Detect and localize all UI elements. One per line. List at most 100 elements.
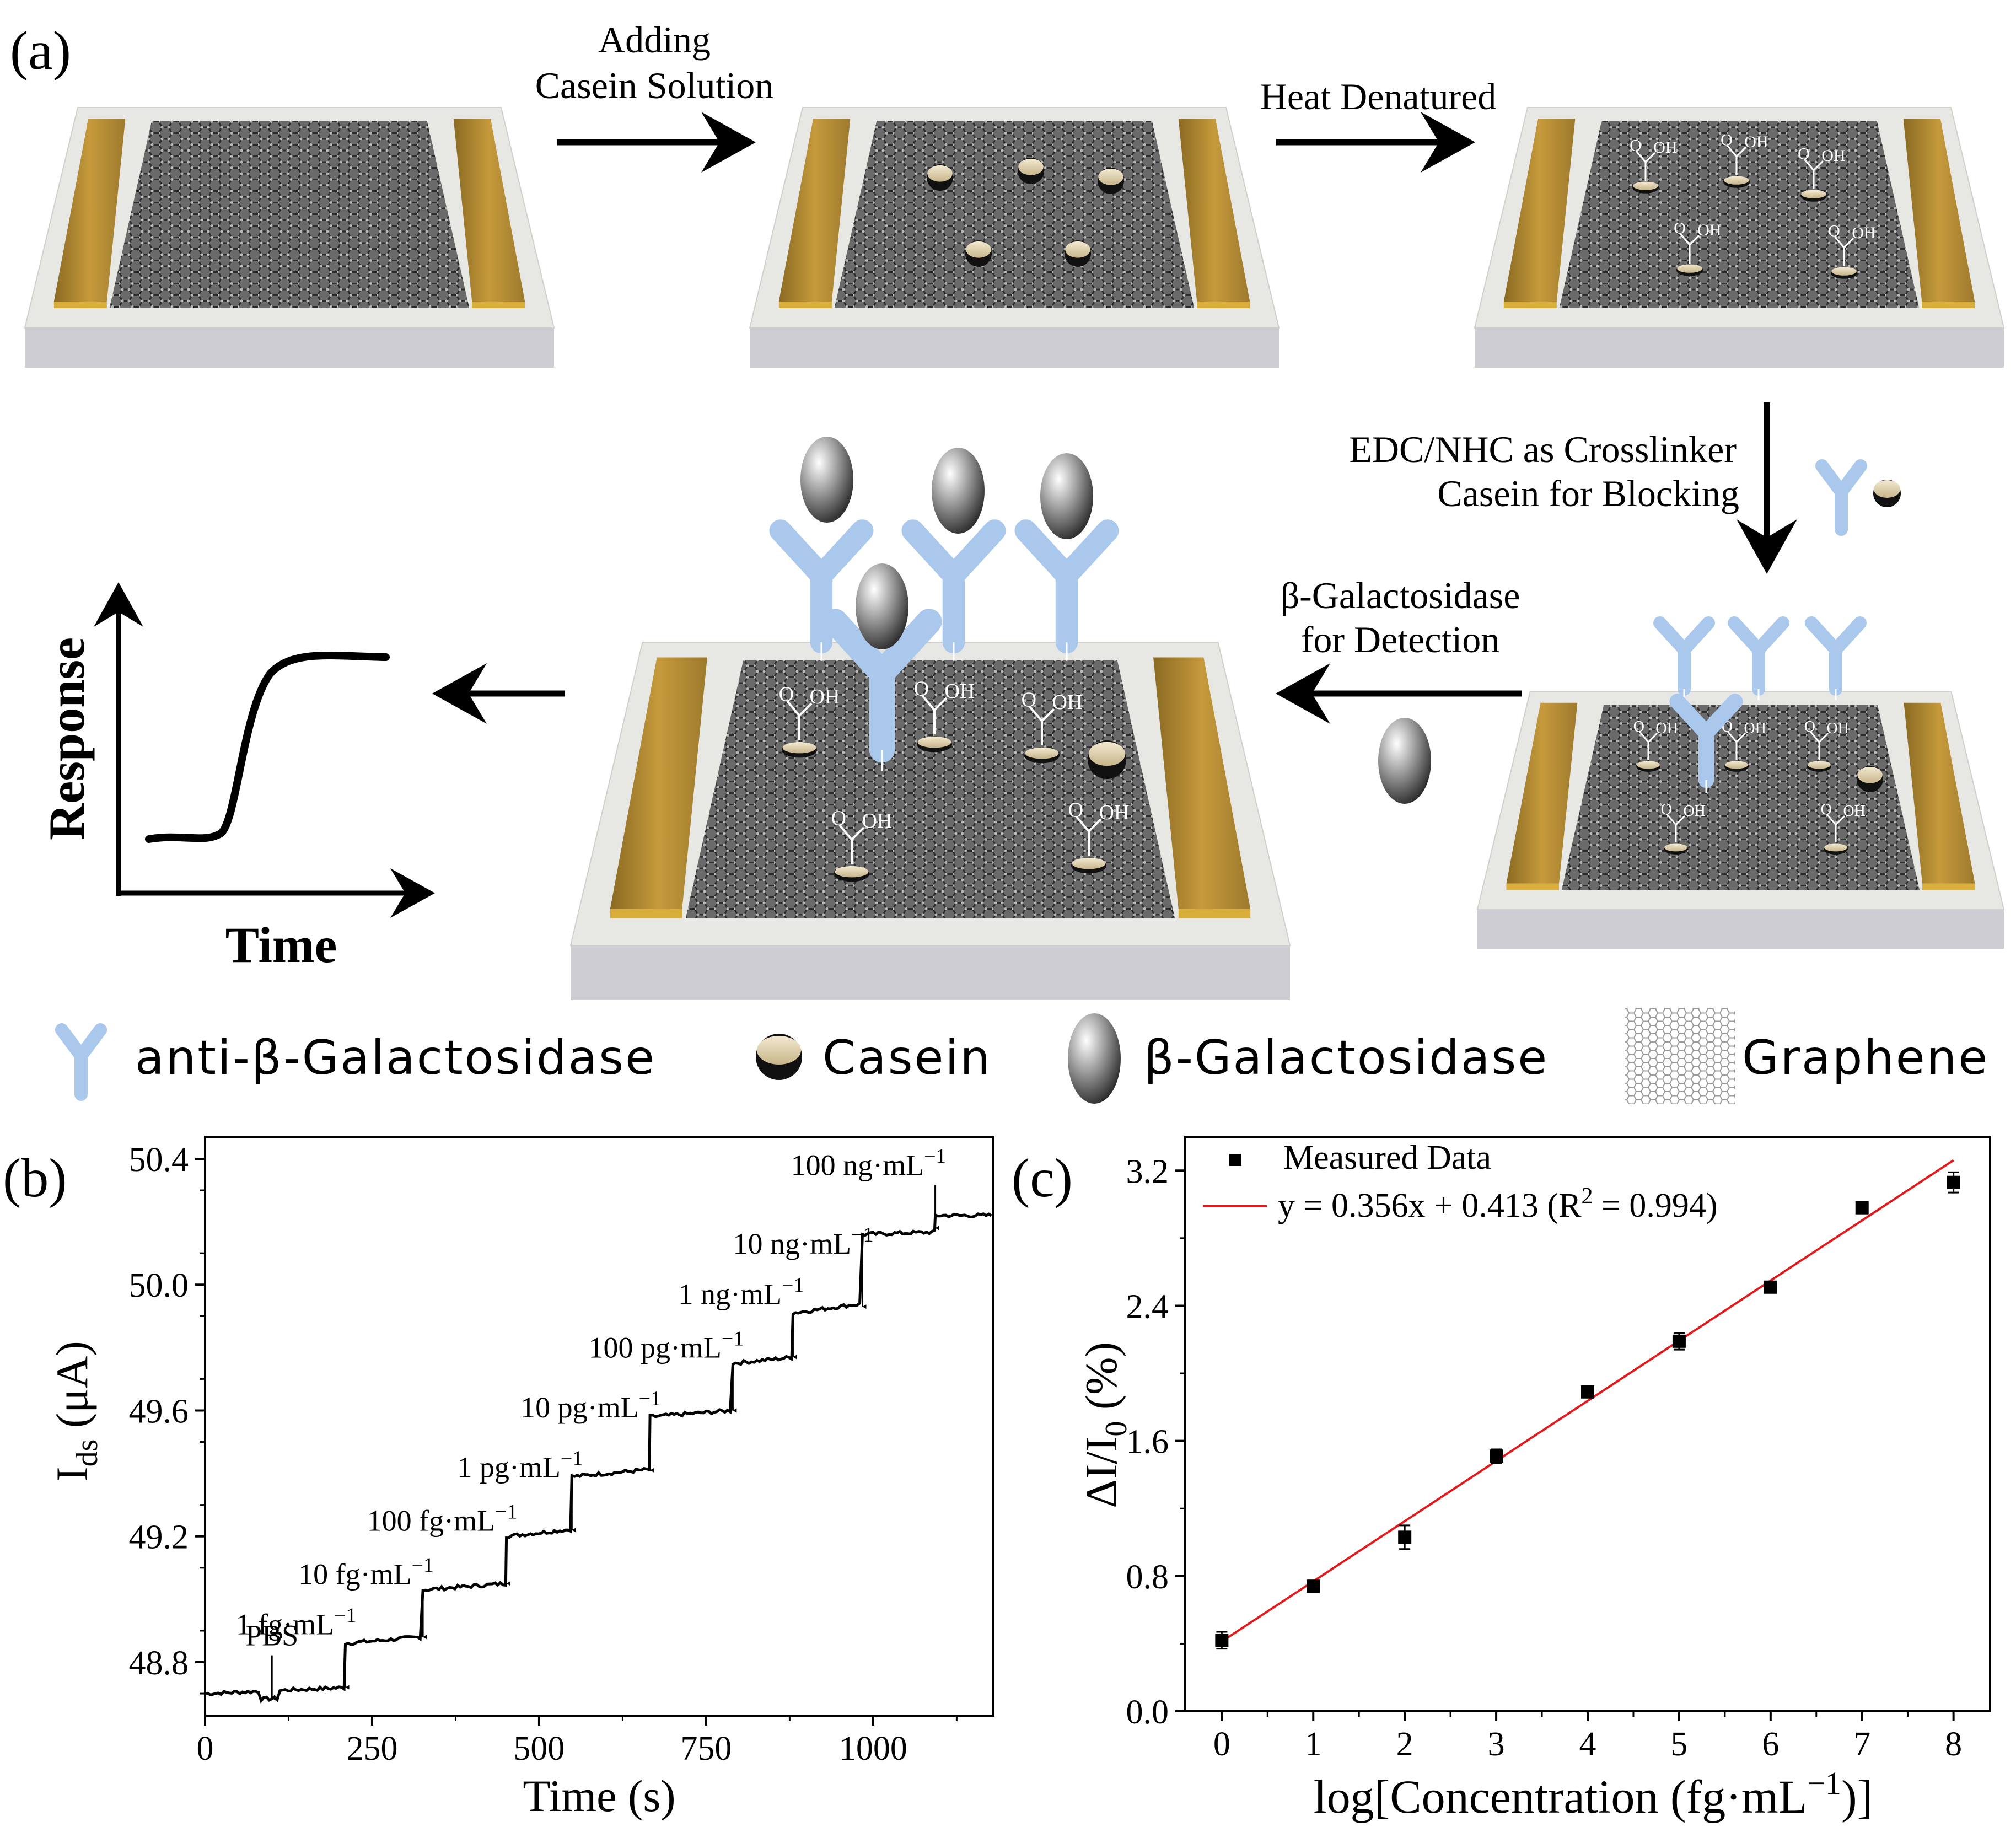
step2-label: Heat Denatured (1260, 76, 1497, 117)
b-y-axis-label: Ids (μA) (47, 1341, 104, 1481)
denatured-casein (1824, 843, 1848, 855)
casein-particle (1088, 740, 1126, 779)
b-annotation-label: 1 fg·mL−1 (236, 1604, 357, 1641)
current-trace (205, 1212, 992, 1704)
c-data-point (1947, 1175, 1960, 1189)
svg-text:O: O (1633, 718, 1644, 735)
b-y-tick-label: 48.8 (129, 1645, 189, 1682)
c-data-point (1490, 1449, 1503, 1463)
antibody (1728, 616, 1789, 700)
c-x-tick-label: 8 (1945, 1726, 1962, 1763)
carboxyl-group: O OH (779, 683, 840, 740)
response-time-sketch: Response Time (39, 582, 435, 973)
c-x-tick-label: 4 (1579, 1726, 1596, 1763)
step3-label-line2: Casein for Blocking (1437, 472, 1739, 514)
denatured-casein (1831, 267, 1857, 279)
b-x-tick-label: 1000 (839, 1730, 907, 1767)
denatured-casein (1632, 181, 1659, 194)
svg-text:OH: OH (1653, 138, 1677, 157)
b-annotation-label: PBS (245, 1619, 298, 1652)
svg-text:O: O (779, 683, 794, 706)
legend-graphene-icon (1625, 1008, 1735, 1104)
b-y-tick-label: 49.2 (129, 1519, 189, 1556)
c-y-tick-label: 0.0 (1126, 1694, 1169, 1731)
svg-text:OH: OH (1744, 720, 1766, 737)
denatured-casein (1807, 761, 1831, 772)
antibody (822, 609, 942, 771)
response-curve (145, 652, 390, 843)
svg-text:O: O (1798, 145, 1810, 163)
svg-text:OH: OH (1052, 691, 1082, 714)
svg-text:O: O (1821, 801, 1832, 818)
antibody (1669, 694, 1743, 793)
c-legend-fit: y = 0.356x + 0.413 (R2 = 0.994) (1278, 1184, 1718, 1224)
response-axis-label: Response (39, 637, 95, 840)
svg-text:OH: OH (809, 685, 840, 708)
device-casein-adsorbed (749, 107, 1280, 368)
svg-text:OH: OH (1683, 803, 1705, 820)
casein-particle (927, 164, 953, 191)
svg-text:O: O (1721, 131, 1733, 149)
b-x-tick-label: 0 (197, 1730, 214, 1767)
antibody (769, 519, 874, 661)
b-annotation-label: 100 pg·mL−1 (588, 1327, 744, 1364)
panel-a-label: (a) (10, 20, 71, 81)
step4-label-line1: β-Galactosidase (1281, 574, 1520, 616)
c-data-point (1764, 1280, 1777, 1294)
b-y-tick-label: 49.6 (129, 1393, 189, 1430)
denatured-casein (1071, 857, 1106, 874)
denatured-casein (917, 736, 952, 753)
galactosidase-molecule (856, 563, 908, 649)
galactosidase-molecule (800, 437, 853, 523)
antibody (1014, 519, 1119, 661)
c-x-tick-label: 6 (1762, 1726, 1779, 1763)
galactosidase-reagent-icon (1378, 718, 1431, 804)
c-y-tick-label: 3.2 (1126, 1153, 1169, 1190)
c-legend-series: Measured Data (1283, 1139, 1491, 1176)
legend: anti-β-Galactosidase Casein β-Galactosid… (55, 1008, 1989, 1104)
c-x-tick-label: 1 (1305, 1726, 1322, 1763)
b-annotation-label: 100 fg·mL−1 (367, 1500, 518, 1537)
b-annotation-label: 10 fg·mL−1 (298, 1554, 434, 1591)
step1-label-line1: Adding (598, 19, 711, 61)
antibody (1653, 616, 1715, 700)
legend-graphene-label: Graphene (1742, 1030, 1989, 1086)
svg-text:OH: OH (1744, 133, 1768, 151)
casein-reagent-icon (1873, 480, 1901, 507)
denatured-casein (1676, 264, 1703, 276)
c-y-axis-label: ΔI/I0 (%) (1076, 1342, 1133, 1508)
b-y-tick-label: 50.0 (129, 1267, 189, 1304)
casein-particle (1065, 240, 1091, 267)
denatured-casein (834, 866, 869, 882)
legend-galactosidase-label: β-Galactosidase (1144, 1030, 1549, 1086)
carboxyl-group: O OH (1721, 131, 1768, 175)
step1-label-line2: Casein Solution (535, 65, 774, 106)
legend-casein-label: Casein (822, 1030, 992, 1086)
svg-text:OH: OH (1697, 221, 1721, 239)
plot-frame-b (204, 1136, 994, 1717)
c-x-tick-label: 0 (1213, 1726, 1230, 1763)
c-data-point (1398, 1530, 1412, 1544)
b-annotation-label: 1 ng·mL−1 (679, 1274, 804, 1310)
casein-particle (1018, 158, 1044, 184)
legend-antibody-label: anti-β-Galactosidase (135, 1030, 656, 1086)
antibody (1805, 616, 1867, 700)
b-annotation-label: 100 ng·mL−1 (791, 1145, 947, 1181)
svg-text:O: O (914, 678, 929, 701)
